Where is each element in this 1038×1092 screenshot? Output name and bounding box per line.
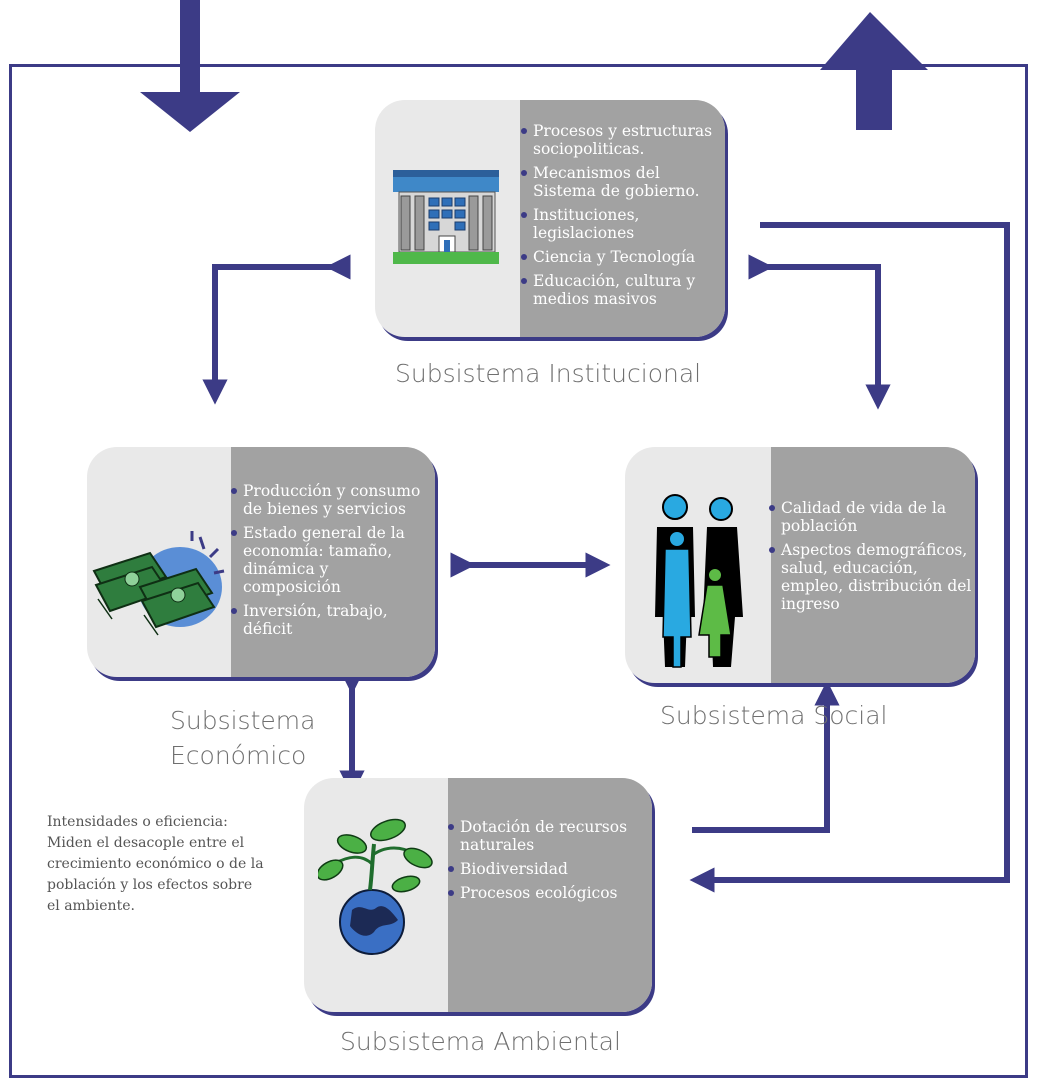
note-line: crecimiento económico o de la bbox=[47, 856, 264, 872]
economico-item: Estado general de la economía: tamaño, d… bbox=[231, 524, 431, 596]
arrow-inst-social bbox=[748, 254, 891, 410]
economico-title-line2: Económico bbox=[170, 741, 307, 770]
family-icon bbox=[655, 494, 743, 668]
institucional-item: Instituciones, legislaciones bbox=[521, 206, 725, 242]
note-line: Intensidades o eficiencia: bbox=[47, 814, 228, 830]
building-icon bbox=[393, 170, 499, 264]
economico-text-panel bbox=[231, 447, 435, 677]
note-line: población y los efectos sobre bbox=[47, 877, 253, 893]
economico-title: Subsistema Económico bbox=[170, 703, 315, 773]
ambiental-title: Subsistema Ambiental bbox=[340, 1027, 621, 1056]
intensity-note: Intensidades o eficiencia: Miden el desac… bbox=[47, 812, 297, 917]
economico-title-line1: Subsistema bbox=[170, 706, 316, 735]
ambiental-item: Biodiversidad bbox=[448, 860, 650, 878]
input-arrow-down bbox=[140, 0, 240, 132]
institucional-text-panel bbox=[520, 100, 725, 337]
social-item: Calidad de vida de la población bbox=[769, 499, 973, 535]
arrow-inst-econ bbox=[202, 254, 351, 405]
social-text-panel bbox=[771, 447, 975, 683]
economico-item: Inversión, trabajo, déficit bbox=[231, 602, 431, 638]
ambiental-item: Procesos ecológicos bbox=[448, 884, 650, 902]
note-line: Miden el desacople entre el bbox=[47, 835, 245, 851]
social-title: Subsistema Social bbox=[660, 701, 888, 730]
system-boundary-frame bbox=[9, 64, 1028, 1078]
output-arrow-up bbox=[820, 12, 928, 130]
institucional-box: Procesos y estructuras sociopoliticas. Me… bbox=[375, 100, 725, 337]
social-item: Aspectos demográficos, salud, educación,… bbox=[769, 541, 973, 613]
institucional-title: Subsistema Institucional bbox=[395, 359, 702, 388]
institucional-item: Mecanismos del Sistema de gobierno. bbox=[521, 164, 725, 200]
money-icon bbox=[92, 531, 225, 636]
institucional-item: Ciencia y Tecnología bbox=[521, 248, 725, 266]
institucional-item: Educación, cultura y medios masivos bbox=[521, 272, 725, 308]
institucional-item: Procesos y estructuras sociopoliticas. bbox=[521, 122, 725, 158]
ambiental-text-panel bbox=[448, 778, 652, 1012]
institucional-list: Procesos y estructuras sociopoliticas. Me… bbox=[521, 122, 725, 314]
ambiental-item: Dotación de recursos naturales bbox=[448, 818, 650, 854]
arrow-amb-social bbox=[692, 680, 840, 833]
economico-box: Producción y consumo de bienes y servici… bbox=[87, 447, 435, 677]
economico-list: Producción y consumo de bienes y servici… bbox=[231, 482, 431, 644]
arrow-inst-amb bbox=[689, 222, 1010, 893]
economico-item: Producción y consumo de bienes y servici… bbox=[231, 482, 431, 518]
globe-plant-icon bbox=[318, 818, 433, 955]
note-line: el ambiente. bbox=[47, 898, 135, 914]
